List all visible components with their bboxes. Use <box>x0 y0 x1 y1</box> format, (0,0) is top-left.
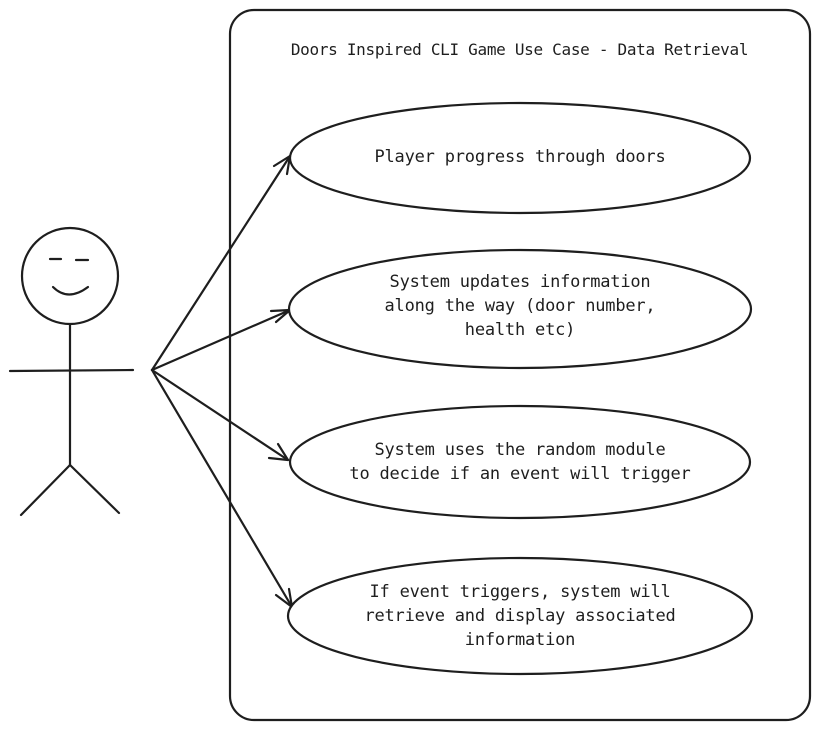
use-case-ellipse-3 <box>288 404 752 520</box>
use-case-ellipse-2 <box>287 248 753 370</box>
association-arrow-1 <box>150 154 292 372</box>
use-case-ellipse-4 <box>286 556 754 676</box>
actor-head <box>20 226 120 326</box>
use-case-label-3: System uses the random module to decide … <box>349 440 691 484</box>
arrowhead-2 <box>269 308 292 324</box>
actor-smile <box>51 285 90 296</box>
actor-right-leg <box>68 463 121 515</box>
use-case-label-2: System updates information along the way… <box>384 272 656 340</box>
use-case-label-4: If event triggers, system will retrieve … <box>364 582 676 650</box>
use-case-label-1: Player progress through doors <box>374 147 666 167</box>
system-boundary <box>228 8 812 722</box>
association-arrow-2 <box>150 308 292 372</box>
use-case-ellipse-1 <box>288 101 752 215</box>
association-arrow-4 <box>150 368 294 609</box>
actor <box>8 226 135 517</box>
arrowhead-3 <box>267 442 290 462</box>
association-arrow-3 <box>150 368 290 462</box>
associations <box>150 154 294 609</box>
arrowhead-1 <box>272 154 292 176</box>
actor-left-leg <box>19 463 72 517</box>
actor-arms <box>8 368 135 373</box>
arrowhead-4 <box>274 587 294 609</box>
diagram-title: Doors Inspired CLI Game Use Case - Data … <box>290 40 749 59</box>
